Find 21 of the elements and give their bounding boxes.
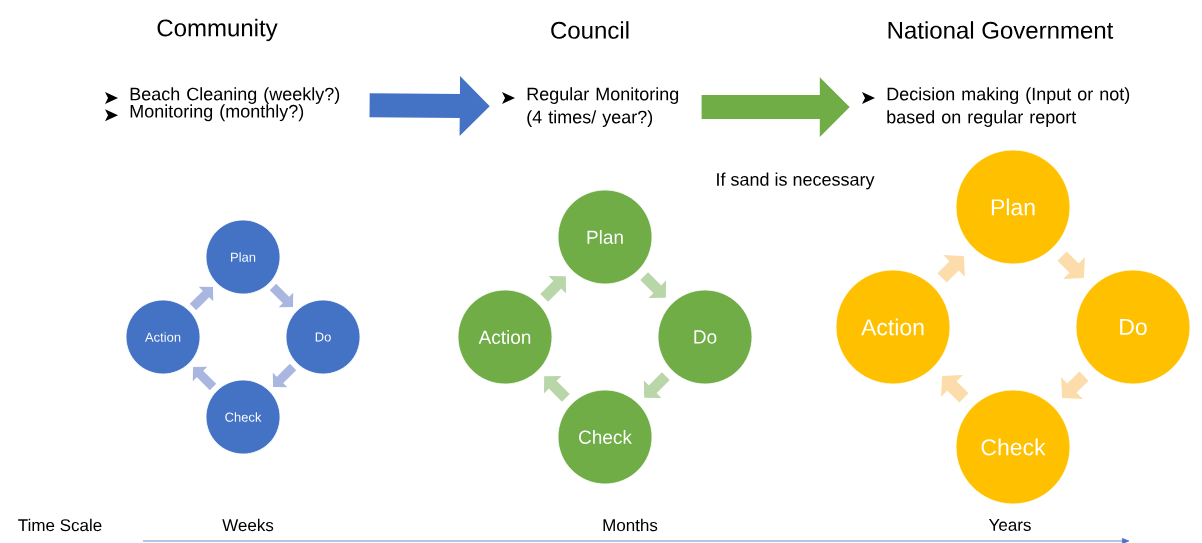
block-arrow [941,375,969,403]
block-arrow [189,286,214,311]
block-arrow [192,366,217,391]
block-arrow [272,363,297,388]
column-heading: Council [551,21,629,39]
block-arrow [269,283,294,308]
bullet-item: Monitoring (monthly?) [130,104,304,122]
bullet-item: Beach Cleaning (weekly?) [130,87,340,104]
block-arrow [937,255,965,283]
block-arrow [1057,251,1085,279]
scale-label: Weeks [222,518,274,532]
scale-label: Months [603,518,658,532]
note: If sand is necessary [717,172,875,190]
column-heading: National Government [888,21,1114,39]
bullet-item: Regular Monitoring (4 times/ year?) [527,87,679,127]
block-arrow [543,375,570,402]
block-arrow [540,275,567,302]
block-arrow [1061,371,1089,399]
axis-title: Time Scale [18,518,102,532]
column-heading: Community [157,18,278,42]
bullet-item: Decision making (Input or not) based on regular report [887,87,1130,127]
